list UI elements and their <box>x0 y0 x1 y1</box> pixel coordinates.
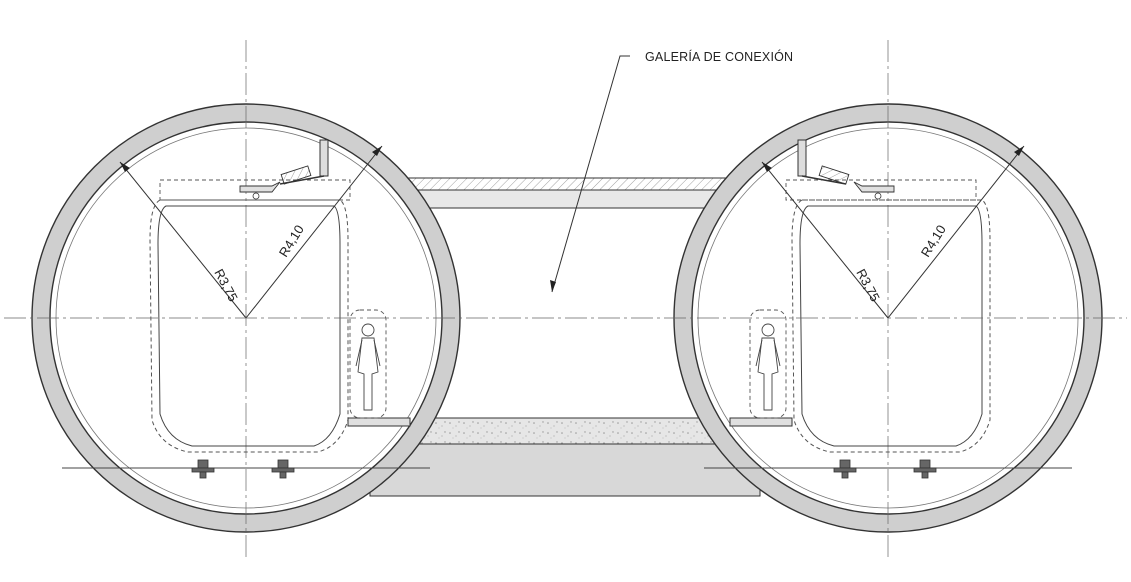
left-tunnel-refuge-niche <box>349 309 387 419</box>
right-tunnel-catenary-support <box>797 139 895 200</box>
gallery-foundation-slab <box>369 443 761 497</box>
gallery-leader <box>550 55 630 293</box>
right-tunnel-train-outline <box>799 205 983 447</box>
left-tunnel-radius-r375-line <box>119 161 247 319</box>
gallery-floor-fill <box>419 417 721 445</box>
left-tunnel-radius-r410-line <box>245 145 383 319</box>
right-tunnel-walkway <box>729 417 793 427</box>
left-tunnel-train-outline <box>157 205 341 447</box>
left-tunnel-catenary-envelope <box>159 179 351 201</box>
right-tunnel-radius-r375-line <box>761 161 889 319</box>
right-tunnel-rail-1 <box>833 459 857 479</box>
right-tunnel-train-envelope <box>791 199 991 453</box>
right-tunnel-refuge-niche <box>749 309 787 419</box>
left-tunnel-rail-1 <box>191 459 215 479</box>
left-tunnel-radius-r375-arrow <box>120 162 130 172</box>
right-tunnel-catenary-envelope <box>785 179 977 201</box>
right-tunnel-radius-r410-arrow <box>1014 146 1024 156</box>
left-tunnel-radius-r410-arrow <box>372 146 382 156</box>
left-tunnel-rail-2 <box>271 459 295 479</box>
right-tunnel-person-figure <box>755 323 781 411</box>
right-tunnel-radius-r410-line <box>887 145 1025 319</box>
left-tunnel-walkway <box>347 417 411 427</box>
right-tunnel-radius-r375-arrow <box>762 162 772 172</box>
left-tunnel-catenary-support <box>239 139 329 200</box>
gallery-label: GALERÍA DE CONEXIÓN <box>645 49 793 64</box>
right-tunnel-rail-2 <box>913 459 937 479</box>
left-tunnel-person-figure <box>355 323 381 411</box>
gallery-upper-hatched-slab <box>407 177 727 191</box>
left-tunnel-train-envelope <box>149 199 349 453</box>
gallery-roof-slab <box>407 189 727 209</box>
